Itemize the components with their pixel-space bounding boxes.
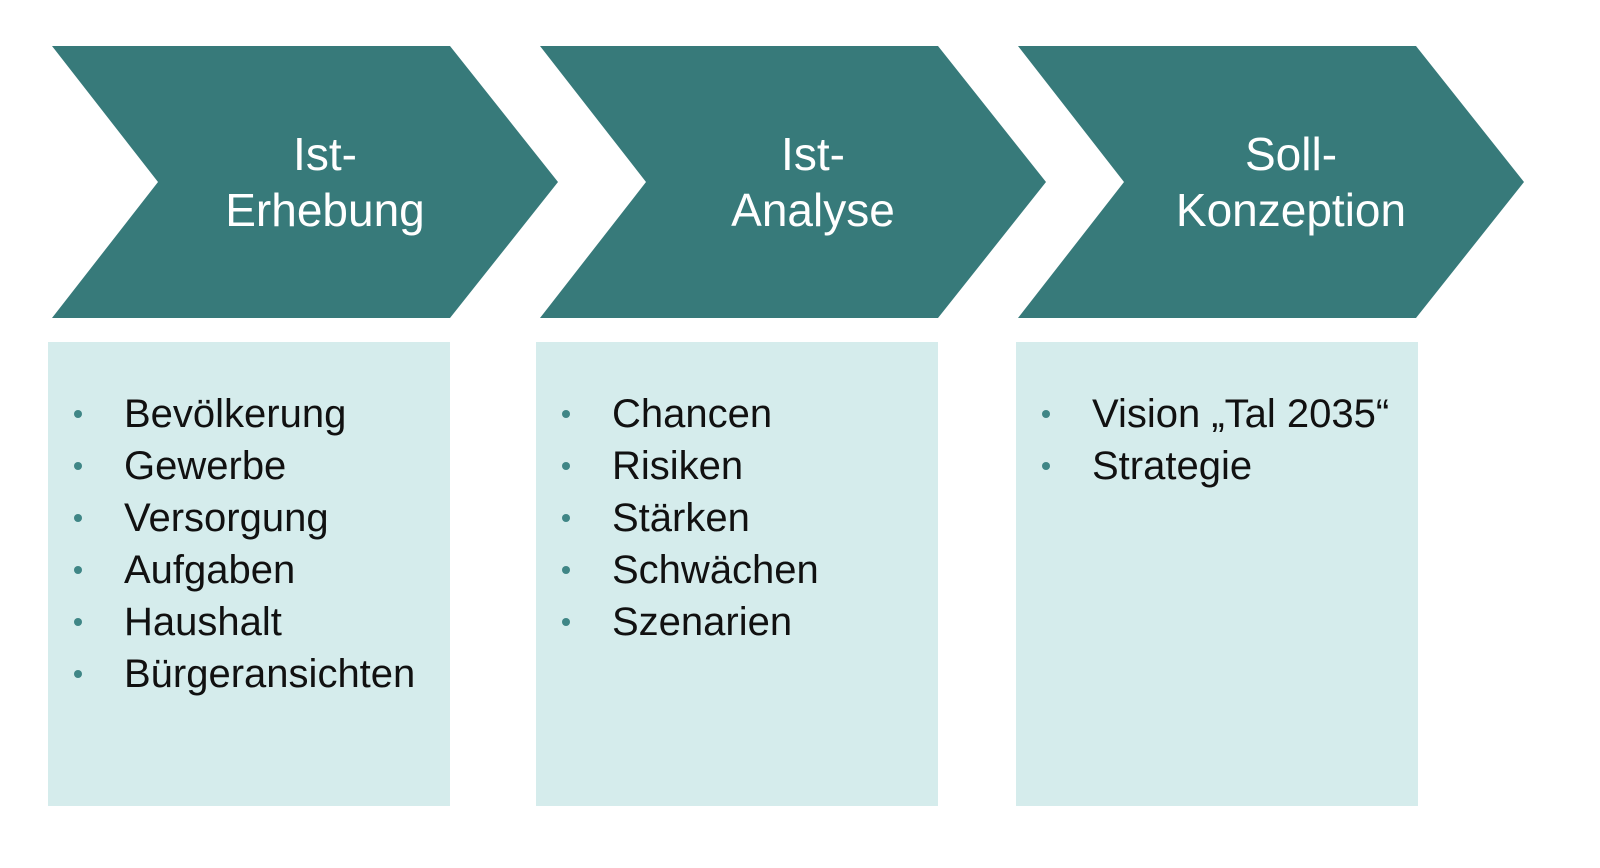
list-item-label: Szenarien: [612, 600, 793, 644]
bullet-icon: [74, 410, 82, 418]
bullet-icon: [1042, 462, 1050, 470]
list-item: Bevölkerung: [48, 388, 450, 440]
step-1-title-line-1: Ist-: [293, 128, 357, 180]
bullet-icon: [562, 566, 570, 574]
list-item-label: Strategie: [1092, 444, 1253, 488]
step-2-chevron-shape: [540, 46, 1046, 318]
step-2-title-line-2: Analyse: [731, 184, 895, 236]
list-item: Schwächen: [536, 544, 938, 596]
list-item: Aufgaben: [48, 544, 450, 596]
step-1-list: Bevölkerung Gewerbe Versorgung Aufgaben …: [48, 388, 450, 700]
bullet-icon: [74, 670, 82, 678]
list-item: Strategie: [1016, 440, 1418, 492]
step-2-panel: Chancen Risiken Stärken Schwächen Szenar…: [536, 342, 938, 806]
list-item-label: Risiken: [612, 444, 744, 488]
step-3-chevron-shape: [1018, 46, 1524, 318]
bullet-icon: [74, 566, 82, 574]
step-1-title: Ist- Erhebung: [52, 46, 558, 318]
list-item-label: Bürgeransichten: [124, 652, 416, 696]
list-item: Vision „Tal 2035“: [1016, 388, 1418, 440]
list-item: Stärken: [536, 492, 938, 544]
step-3-title: Soll- Konzeption: [1018, 46, 1524, 318]
list-item-label: Bevölkerung: [124, 392, 347, 436]
step-3-panel: Vision „Tal 2035“ Strategie: [1016, 342, 1418, 806]
list-item-label: Chancen: [612, 392, 773, 436]
list-item-label: Haushalt: [124, 600, 282, 644]
list-item-label: Vision „Tal 2035“: [1092, 392, 1390, 436]
bullet-icon: [562, 410, 570, 418]
list-item: Gewerbe: [48, 440, 450, 492]
step-2-title: Ist- Analyse: [540, 46, 1046, 318]
bullet-icon: [1042, 410, 1050, 418]
step-1-chevron: Ist- Erhebung: [52, 46, 558, 318]
list-item-label: Versorgung: [124, 496, 329, 540]
step-1-chevron-shape: [52, 46, 558, 318]
bullet-icon: [562, 514, 570, 522]
list-item: Haushalt: [48, 596, 450, 648]
list-item: Chancen: [536, 388, 938, 440]
step-1-title-line-2: Erhebung: [225, 184, 425, 236]
list-item-label: Aufgaben: [124, 548, 296, 592]
list-item: Szenarien: [536, 596, 938, 648]
step-2-chevron: Ist- Analyse: [540, 46, 1046, 318]
step-3-list: Vision „Tal 2035“ Strategie: [1016, 388, 1418, 492]
bullet-icon: [562, 462, 570, 470]
bullet-icon: [74, 514, 82, 522]
step-3-title-line-2: Konzeption: [1175, 184, 1407, 236]
step-3-title-line-1: Soll-: [1244, 128, 1338, 180]
bullet-icon: [74, 462, 82, 470]
list-item-label: Gewerbe: [124, 444, 287, 488]
list-item-label: Stärken: [612, 496, 750, 540]
step-2-list: Chancen Risiken Stärken Schwächen Szenar…: [536, 388, 938, 648]
step-2-title-line-1: Ist-: [781, 128, 845, 180]
list-item: Risiken: [536, 440, 938, 492]
list-item: Versorgung: [48, 492, 450, 544]
step-3-chevron: Soll- Konzeption: [1018, 46, 1524, 318]
list-item: Bürgeransichten: [48, 648, 450, 700]
bullet-icon: [74, 618, 82, 626]
step-1-panel: Bevölkerung Gewerbe Versorgung Aufgaben …: [48, 342, 450, 806]
list-item-label: Schwächen: [612, 548, 819, 592]
bullet-icon: [562, 618, 570, 626]
